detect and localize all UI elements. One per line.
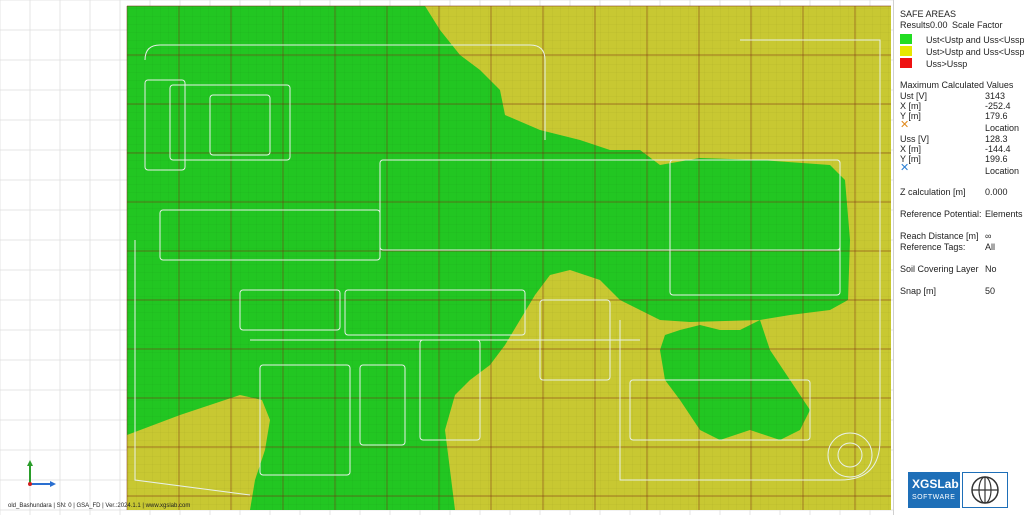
uss-y-value: 199.6: [985, 154, 1008, 164]
ust-x-label: X [m]: [900, 101, 922, 111]
snap-label: Snap [m]: [900, 286, 937, 296]
layout-block: [359, 364, 406, 446]
soil-label: Soil Covering Layer: [900, 264, 979, 274]
layout-block: [344, 289, 526, 336]
ref-tags-value: All: [985, 242, 996, 252]
layout-block: [144, 79, 186, 171]
fine-grid-overlay: [127, 6, 891, 510]
snap-value: 50: [985, 286, 996, 296]
legend-label-green: Ust<Ustp and Uss<Ussp: [926, 35, 1024, 45]
layout-road: [619, 39, 881, 481]
ust-x-value: -252.4: [985, 101, 1011, 111]
map-canvas[interactable]: old_Bashundara | SN: 0 | GSA_FD | Ver.:2…: [0, 0, 893, 515]
soil-value: No: [985, 264, 997, 274]
axis-gizmo-icon: [22, 460, 62, 495]
xgslab-logo: XGSLab SOFTWARE: [908, 472, 1008, 508]
layout-block: [239, 289, 341, 331]
ref-potential-label: Reference Potential:: [900, 209, 982, 219]
legend-swatch-green: [900, 34, 912, 44]
logo-brand-block: XGSLab SOFTWARE: [908, 472, 960, 508]
scale-factor-label: Scale Factor: [952, 20, 1003, 30]
legend-label-yellow: Ust>Ustp and Uss<Ussp: [926, 47, 1024, 57]
logo-sub-text: SOFTWARE: [912, 494, 956, 501]
uss-value: 128.3: [985, 134, 1008, 144]
uss-x-label: X [m]: [900, 144, 922, 154]
layout-block: [669, 159, 841, 296]
ust-location-label: Location: [985, 123, 1020, 133]
legend-swatch-yellow: [900, 46, 912, 56]
major-grid-lines: [126, 5, 891, 510]
safe-areas-map[interactable]: [0, 0, 893, 515]
ref-potential-value: Elements: [985, 209, 1023, 219]
layout-road: [144, 44, 546, 140]
ust-y-label: Y [m]: [900, 111, 921, 121]
ust-y-value: 179.6: [985, 111, 1008, 121]
layout-block: [629, 379, 811, 441]
logo-brand-text: XGSLab: [912, 477, 959, 491]
layout-roundabout: [827, 432, 873, 478]
layout-block: [169, 84, 291, 161]
layout-road: [134, 240, 251, 496]
panel-title: SAFE AREAS: [900, 9, 957, 19]
legend-swatch-red: [900, 58, 912, 68]
legend-label-red: Uss>Ussp: [926, 59, 968, 69]
z-calc-label: Z calculation [m]: [900, 187, 966, 197]
site-layout-drawing: [134, 39, 881, 496]
scale-value: 0.00: [930, 20, 948, 30]
uss-label: Uss [V]: [900, 134, 930, 144]
uss-y-label: Y [m]: [900, 154, 921, 164]
ust-value: 3143: [985, 91, 1006, 101]
results-panel: SAFE AREAS Results 0.00 Scale Factor Ust…: [893, 0, 1024, 515]
reach-label: Reach Distance [m]: [900, 231, 979, 241]
z-calc-value: 0.000: [985, 187, 1008, 197]
max-values-title: Maximum Calculated Values: [900, 80, 1014, 90]
globe-icon: [962, 472, 1008, 508]
ust-label: Ust [V]: [900, 91, 928, 101]
x-cross-icon: ✕: [900, 119, 910, 131]
results-label: Results: [900, 20, 931, 30]
layout-block: [209, 94, 271, 156]
status-footer: old_Bashundara | SN: 0 | GSA_FD | Ver.:2…: [8, 503, 191, 509]
layout-block: [259, 364, 351, 476]
ref-tags-label: Reference Tags:: [900, 242, 966, 252]
plot-area: [126, 5, 891, 510]
layout-roundabout: [837, 442, 863, 468]
reach-value: ∞: [985, 231, 992, 241]
uss-x-value: -144.4: [985, 144, 1011, 154]
uss-location-label: Location: [985, 166, 1020, 176]
x-cross-icon: ✕: [900, 162, 910, 174]
